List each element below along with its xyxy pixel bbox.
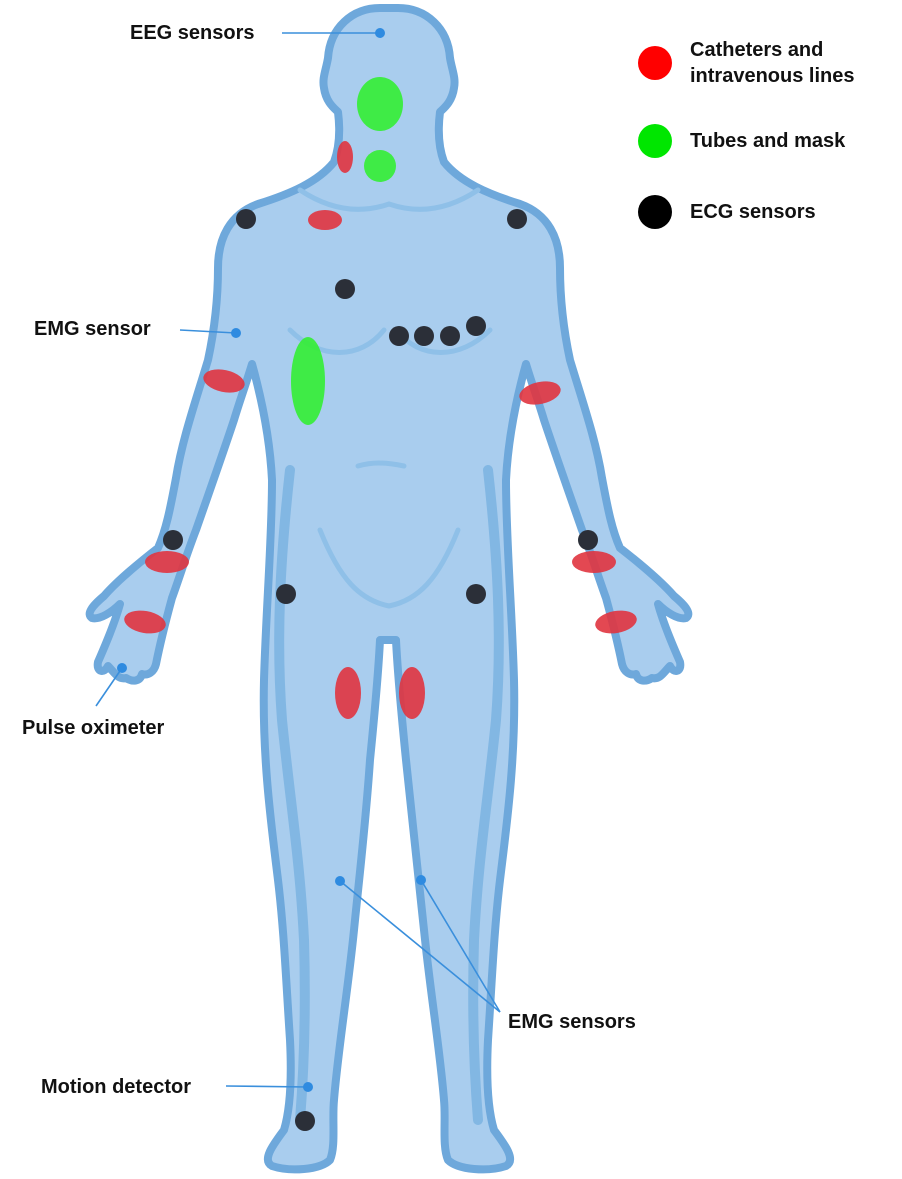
mask-marker: [357, 77, 403, 131]
legend-label-catheters-line2: intravenous lines: [690, 63, 855, 89]
ecg-ankle: [295, 1111, 315, 1131]
ecg-chest-3: [440, 326, 460, 346]
throat-tube-marker: [364, 150, 396, 182]
chest-tube-marker: [291, 337, 325, 425]
ecg-upper-chest: [335, 279, 355, 299]
emg-sensors-label: EMG sensors: [508, 1010, 636, 1034]
legend-swatch-ecg: [638, 195, 672, 229]
body-silhouette: [90, 8, 689, 1169]
ecg-chest-4: [466, 316, 486, 336]
emg-arm-sensor-dot: [231, 328, 241, 338]
pulse-oximeter-dot: [117, 663, 127, 673]
emg-sensor-label: EMG sensor: [34, 317, 151, 341]
right-wrist-catheter-marker: [572, 551, 616, 573]
legend-swatch-tubes: [638, 124, 672, 158]
ecg-right-hip: [466, 584, 486, 604]
legend-label-tubes: Tubes and mask: [690, 128, 845, 154]
pulse-oximeter-label: Pulse oximeter: [22, 716, 164, 740]
ecg-right-shoulder: [507, 209, 527, 229]
motion-detector-dot: [303, 1082, 313, 1092]
body-outline: [90, 8, 689, 1169]
motion-callout-line: [226, 1086, 308, 1087]
eeg-sensor-dot: [375, 28, 385, 38]
left-wrist-catheter-marker: [145, 551, 189, 573]
ecg-left-shoulder: [236, 209, 256, 229]
emg-leg-left-dot: [335, 876, 345, 886]
ecg-chest-2: [414, 326, 434, 346]
legend-label-ecg: ECG sensors: [690, 199, 816, 225]
subclavian-catheter-marker: [308, 210, 342, 230]
motion-detector-label: Motion detector: [41, 1075, 191, 1099]
left-thigh-catheter-marker: [335, 667, 361, 719]
ecg-right-wrist: [578, 530, 598, 550]
right-thigh-catheter-marker: [399, 667, 425, 719]
ecg-chest-1: [389, 326, 409, 346]
legend-label-catheters-line1: Catheters and: [690, 37, 823, 63]
ecg-left-hip: [276, 584, 296, 604]
legend-swatch-catheters: [638, 46, 672, 80]
ecg-left-wrist: [163, 530, 183, 550]
neck-catheter-marker: [337, 141, 353, 173]
emg-leg-right-dot: [416, 875, 426, 885]
eeg-sensors-label: EEG sensors: [130, 21, 255, 45]
